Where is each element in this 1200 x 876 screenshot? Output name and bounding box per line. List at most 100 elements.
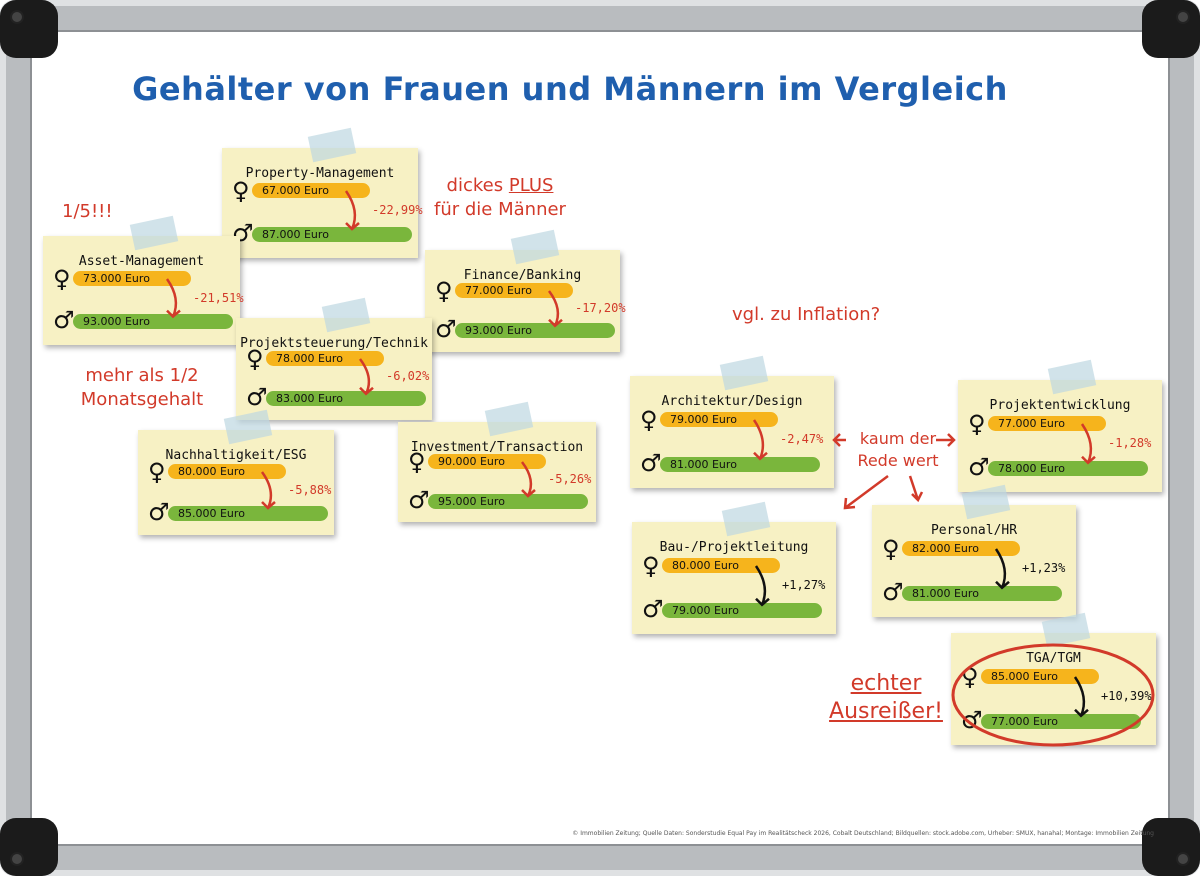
- annotation-outlier: echter Ausreißer!: [826, 670, 946, 726]
- female-icon: ♀: [961, 662, 979, 691]
- note-title: Finance/Banking: [463, 268, 582, 283]
- annotation-half-salary: mehr als 1/2 Monatsgehalt: [62, 364, 222, 412]
- sticky-note: Personal/HR ♀ 82.000 Euro ♂ 81.000 Euro …: [872, 484, 1076, 617]
- difference-percent: -1,28%: [1108, 436, 1152, 451]
- male-salary: 77.000 Euro: [981, 713, 1141, 729]
- male-salary: 83.000 Euro: [266, 391, 426, 407]
- frame-corner: [1142, 818, 1200, 876]
- male-salary: 78.000 Euro: [988, 460, 1148, 476]
- annotation-text: dickes: [446, 175, 504, 196]
- frame-corner: [1142, 0, 1200, 58]
- female-salary: 77.000 Euro: [455, 282, 573, 298]
- annotation-text: Monatsgehalt: [80, 389, 204, 410]
- difference-percent: +10,39%: [1101, 689, 1152, 704]
- arrow-down-left-icon: [754, 565, 770, 607]
- difference-percent: +1,27%: [782, 578, 826, 593]
- male-icon: ♂: [435, 315, 457, 344]
- sticky-note: Nachhaltigkeit/ESG ♀ 80.000 Euro ♂ 85.00…: [138, 409, 334, 535]
- male-icon: ♂: [882, 577, 904, 606]
- arrow-down-left-icon: [994, 548, 1010, 590]
- difference-percent: -22,99%: [372, 203, 423, 218]
- frame-corner: [0, 0, 58, 58]
- annotation-text: kaum der: [859, 429, 937, 448]
- arrow-down-left-icon: [1073, 676, 1089, 718]
- sticky-note: Investment/Transaction ♀ 90.000 Euro ♂ 9…: [398, 401, 596, 522]
- female-salary: 67.000 Euro: [252, 183, 370, 199]
- arrow-down-left-icon: [358, 357, 374, 396]
- annotation-text: für die Männer: [434, 199, 566, 220]
- difference-percent: +1,23%: [1022, 561, 1066, 576]
- male-icon: ♂: [148, 497, 170, 526]
- male-salary: 87.000 Euro: [252, 227, 412, 243]
- note-title: Asset-Management: [78, 254, 205, 269]
- female-icon: ♀: [232, 177, 250, 206]
- sticky-note: Architektur/Design ♀ 79.000 Euro ♂ 81.00…: [630, 355, 834, 488]
- sticky-note: TGA/TGM ♀ 85.000 Euro ♂ 77.000 Euro +10,…: [951, 612, 1156, 745]
- sticky-note: Asset-Management ♀ 73.000 Euro ♂ 93.000 …: [43, 215, 244, 345]
- female-salary: 80.000 Euro: [662, 557, 780, 573]
- male-icon: ♂: [961, 705, 983, 734]
- note-title: Property-Management: [245, 166, 395, 181]
- sticky-note: Projektentwicklung ♀ 77.000 Euro ♂ 78.00…: [958, 359, 1162, 492]
- annotation-text: mehr als 1/2: [85, 365, 199, 386]
- male-salary: 95.000 Euro: [428, 494, 588, 509]
- female-icon: ♀: [408, 448, 426, 476]
- male-salary: 81.000 Euro: [902, 585, 1062, 601]
- sticky-note: Bau-/Projektleitung ♀ 80.000 Euro ♂ 79.0…: [632, 501, 836, 634]
- female-salary: 80.000 Euro: [168, 463, 286, 479]
- difference-percent: -6,02%: [386, 369, 430, 384]
- female-icon: ♀: [968, 409, 986, 438]
- female-icon: ♀: [640, 405, 658, 434]
- annotation-plus-word: PLUS: [508, 175, 554, 196]
- note-title: Investment/Transaction: [410, 440, 584, 455]
- arrow-down-left-icon: [752, 419, 768, 461]
- frame-corner: [0, 818, 58, 876]
- difference-percent: -21,51%: [193, 290, 244, 305]
- female-icon: ♀: [148, 457, 166, 486]
- female-salary: 79.000 Euro: [660, 411, 778, 427]
- credit-line: © Immobilien Zeitung; Quelle Daten: Sond…: [572, 830, 1154, 837]
- male-salary: 93.000 Euro: [73, 314, 233, 330]
- note-title: Personal/HR: [930, 523, 1018, 538]
- sticky-note: Property-Management ♀ 67.000 Euro ♂ 87.0…: [222, 127, 423, 258]
- female-salary: 82.000 Euro: [902, 540, 1020, 556]
- arrow-down-left-icon: [1080, 423, 1096, 465]
- female-salary: 78.000 Euro: [266, 350, 384, 366]
- male-icon: ♂: [640, 448, 662, 477]
- male-salary: 85.000 Euro: [168, 505, 328, 521]
- note-title: Architektur/Design: [661, 394, 803, 409]
- arrow-down-left-icon: [260, 470, 276, 510]
- male-salary: 93.000 Euro: [455, 323, 615, 339]
- arrow-down-left-icon: [521, 461, 536, 498]
- female-icon: ♀: [53, 264, 71, 293]
- annotation-one-fifth: 1/5!!!: [62, 201, 113, 222]
- male-icon: ♂: [408, 486, 430, 514]
- note-title: Nachhaltigkeit/ESG: [165, 448, 307, 463]
- male-salary: 79.000 Euro: [662, 602, 822, 618]
- difference-percent: -5,26%: [548, 472, 592, 486]
- annotation-text: Rede wert: [857, 451, 939, 470]
- annotation-plus: dickes PLUS für die Männer: [425, 174, 575, 222]
- female-salary: 77.000 Euro: [988, 415, 1106, 431]
- annotation-inflation: vgl. zu Inflation?: [732, 304, 881, 325]
- arrow-down-left-icon: [344, 190, 360, 231]
- difference-percent: -5,88%: [288, 482, 332, 497]
- sticky-note: Finance/Banking ♀ 77.000 Euro ♂ 93.000 E…: [425, 229, 626, 352]
- note-title: Bau-/Projektleitung: [659, 540, 809, 555]
- male-icon: ♂: [968, 452, 990, 481]
- difference-percent: -2,47%: [780, 432, 824, 447]
- annotation-negligible: kaum der Rede wert: [848, 428, 948, 472]
- female-icon: ♀: [435, 276, 453, 305]
- note-title: TGA/TGM: [1026, 651, 1081, 666]
- annotation-text: echter: [850, 671, 922, 696]
- note-title: Projektsteuerung/Technik: [240, 336, 428, 351]
- female-icon: ♀: [882, 534, 900, 563]
- female-icon: ♀: [246, 344, 264, 373]
- annotation-text: Ausreißer!: [829, 699, 943, 724]
- note-title: Projektentwicklung: [989, 398, 1131, 413]
- arrow-down-left-icon: [165, 278, 181, 319]
- male-icon: ♂: [246, 383, 268, 412]
- male-icon: ♂: [642, 594, 664, 623]
- female-salary: 73.000 Euro: [73, 270, 191, 286]
- sticky-note: Projektsteuerung/Technik ♀ 78.000 Euro ♂…: [236, 297, 432, 420]
